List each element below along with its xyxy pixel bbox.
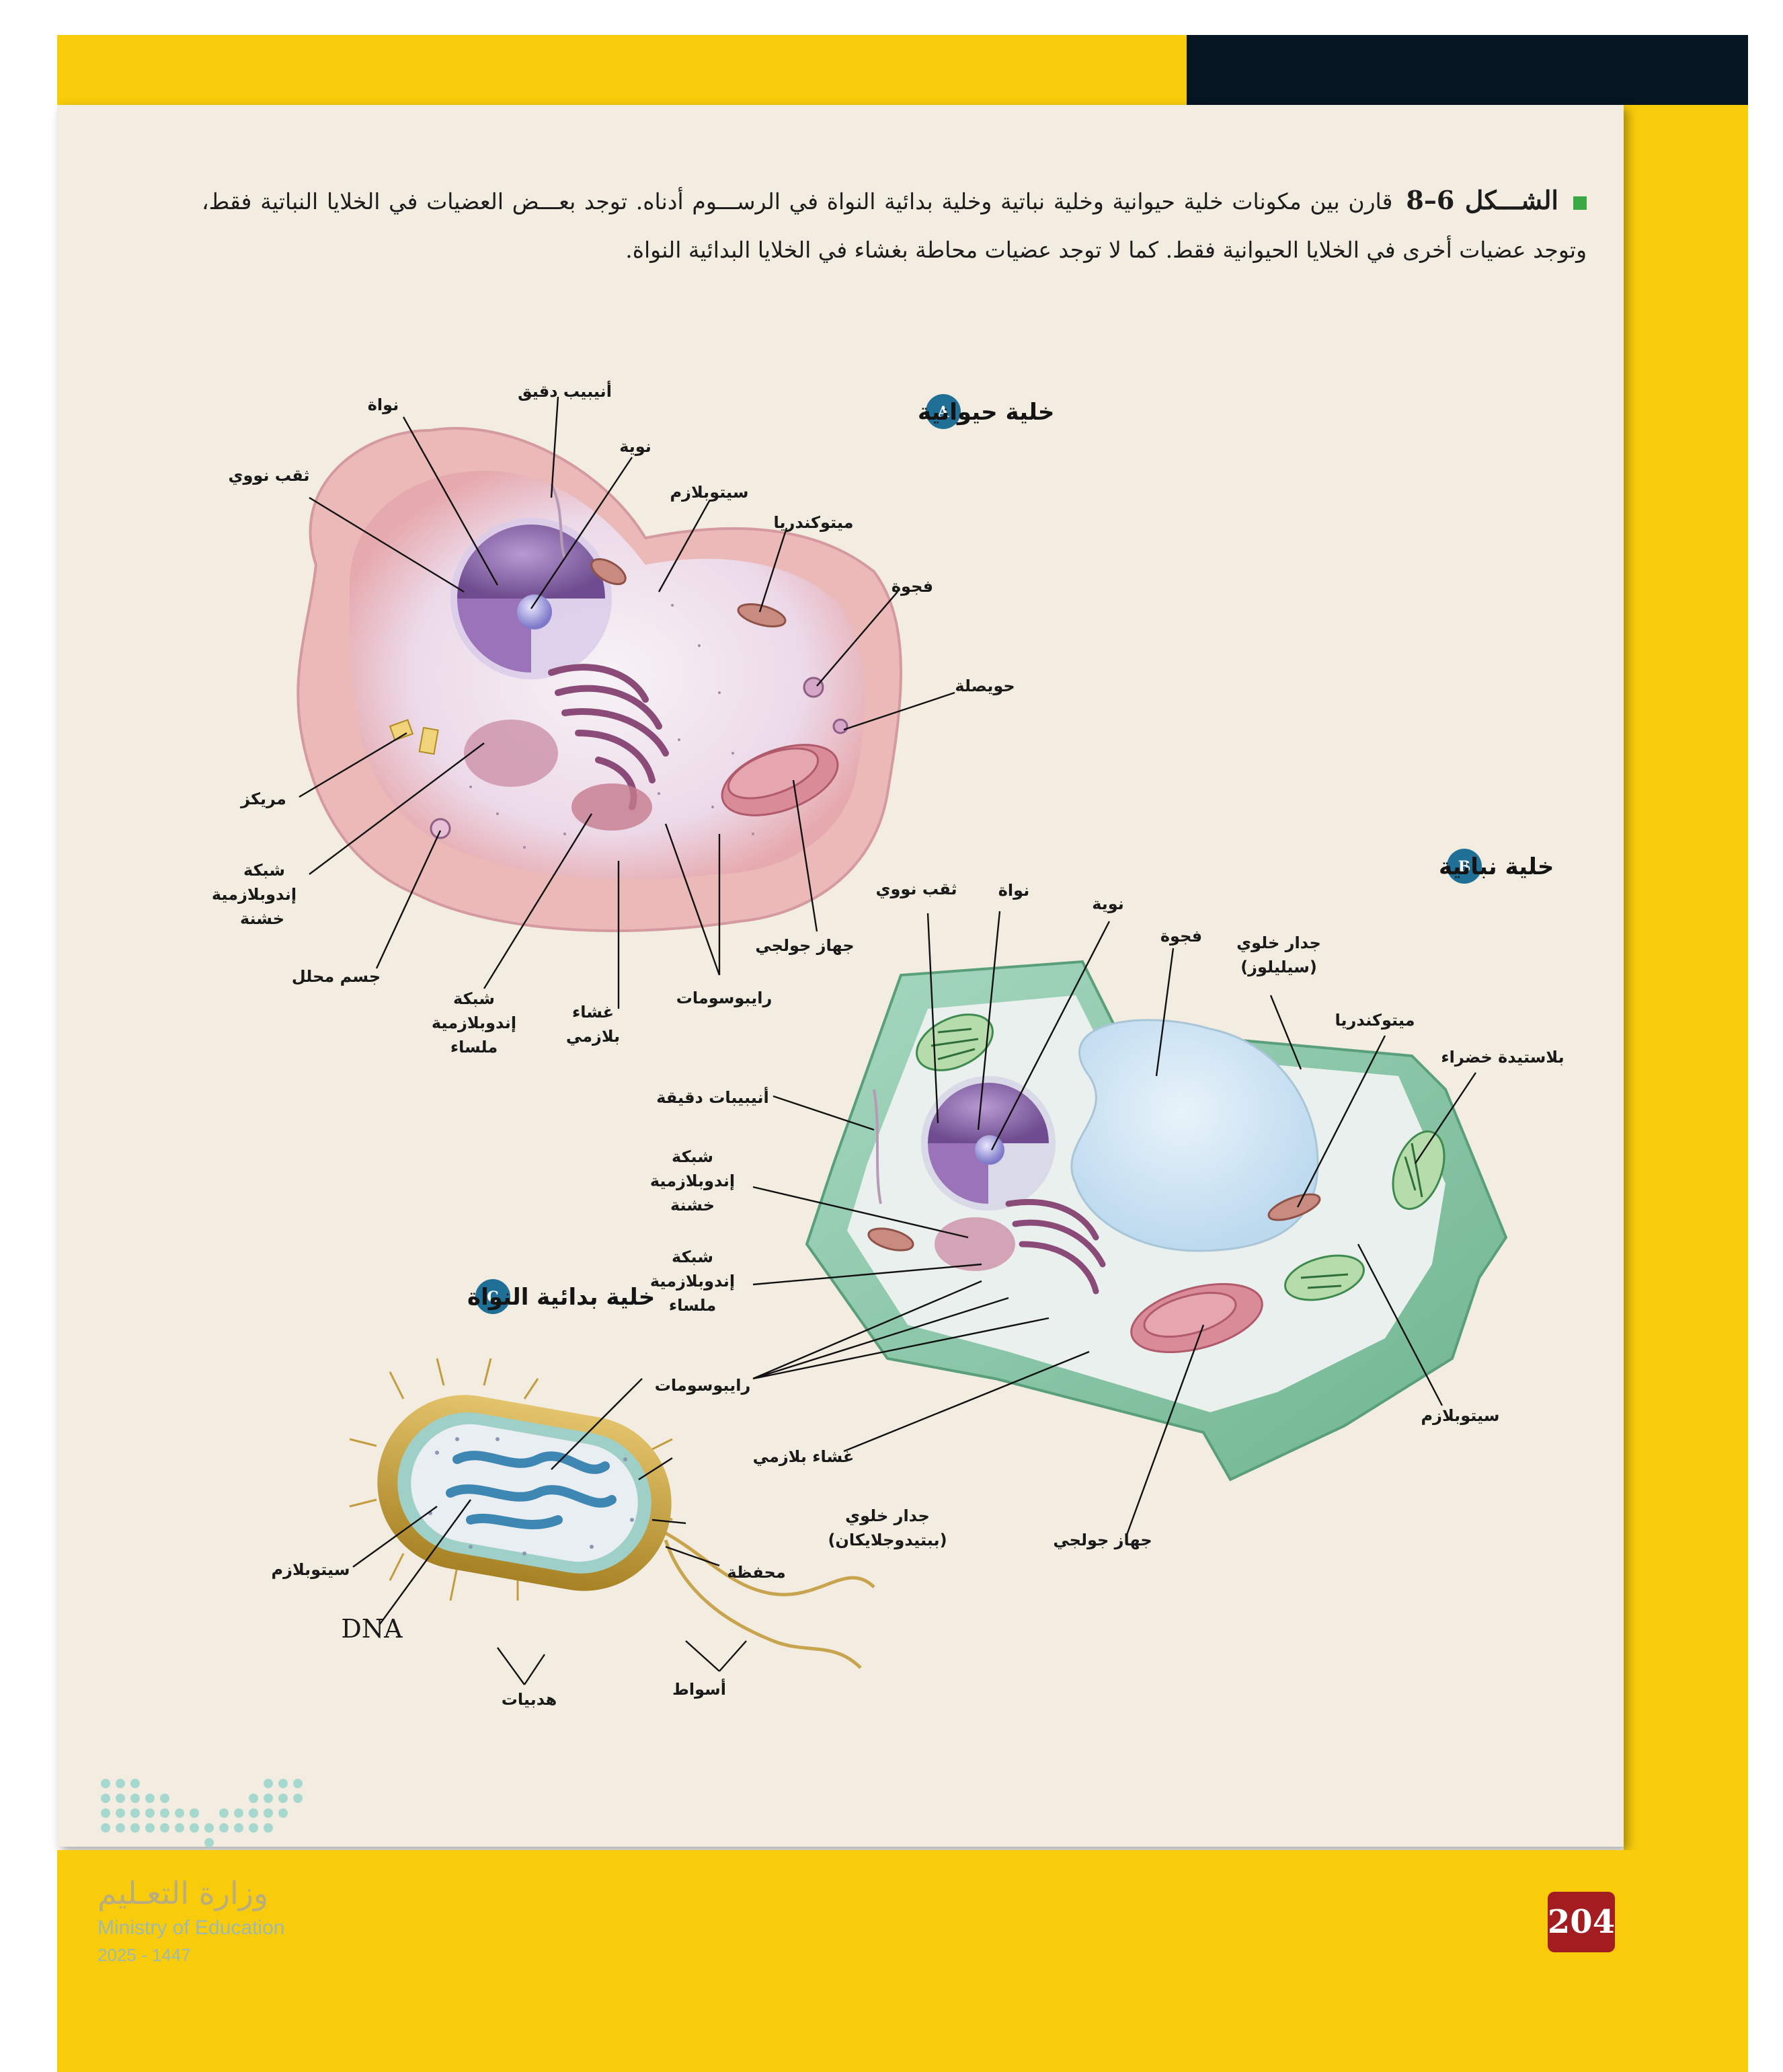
label-b-nucleolus: نوية bbox=[1092, 894, 1124, 913]
label-c-cell-wall-2: (ببتيدوجلايكان) bbox=[828, 1531, 947, 1549]
side-yellow-bar bbox=[1624, 105, 1748, 1850]
label-c-cell-wall-1: جدار خلوي bbox=[845, 1506, 930, 1525]
cell-c-labels: جدار خلوي (ببتيدوجلايكان) محفظة سيتوبلاز… bbox=[272, 1506, 947, 1709]
prokaryote-cell-illustration bbox=[349, 1358, 875, 1669]
label-b-smooth-er-3: ملساء bbox=[669, 1296, 716, 1315]
figure-caption: الشـــكل 6–8قارن بين مكونات خلية حيوانية… bbox=[202, 176, 1587, 274]
label-a-membrane-2: بلازمي bbox=[566, 1027, 620, 1046]
label-b-membrane: غشاء بلازمي bbox=[753, 1447, 855, 1466]
header-yellow-bar bbox=[57, 35, 1187, 105]
label-c-cytoplasm: سيتوبلازم bbox=[272, 1560, 350, 1579]
label-b-microtubules: أنيبيبات دقيقة bbox=[656, 1087, 769, 1107]
header-dark-bar bbox=[1187, 35, 1748, 105]
label-a-nuclear-pore: ثقب نووي bbox=[228, 466, 309, 485]
page-number: 204 bbox=[1548, 1892, 1615, 1952]
label-c-dna: DNA bbox=[341, 1614, 403, 1644]
label-a-rough-er-3: خشنة bbox=[240, 909, 284, 928]
ministry-logo-icon bbox=[97, 1775, 313, 1859]
label-a-membrane-1: غشاء bbox=[572, 1003, 614, 1022]
caption-text: قارن بين مكونات خلية حيوانية وخلية نباتي… bbox=[202, 188, 1587, 263]
label-b-cytoplasm: سيتوبلازم bbox=[1421, 1406, 1500, 1425]
page-content-area bbox=[57, 105, 1624, 1847]
cell-a-title: A خلية حيوانية bbox=[918, 394, 1054, 429]
label-a-vacuole: فجوة bbox=[892, 577, 933, 596]
label-b-golgi: جهاز جولجي bbox=[1053, 1531, 1152, 1549]
figure-label: الشـــكل 6–8 bbox=[1406, 185, 1558, 215]
label-b-vacuole: فجوة bbox=[1160, 927, 1202, 946]
animal-cell-illustration bbox=[296, 426, 902, 933]
label-a-nucleolus: نوية bbox=[619, 437, 651, 456]
label-c-capsule: محفظة bbox=[727, 1563, 785, 1582]
label-b-nucleus: نواة bbox=[998, 881, 1029, 900]
cell-b-labels: ثقب نووي نواة نوية فجوة جدار خلوي (سيليل… bbox=[650, 880, 1564, 1549]
cell-a-badge bbox=[926, 394, 961, 429]
cell-a-badge-label: A bbox=[937, 404, 949, 421]
label-b-smooth-er-1: شبكة bbox=[672, 1248, 713, 1266]
label-a-microtubule: أنيبيب دقيق bbox=[518, 381, 612, 401]
label-b-rough-er-3: خشنة bbox=[670, 1196, 715, 1215]
label-b-smooth-er-2: إندوبلازمية bbox=[650, 1272, 735, 1291]
ministry-name-english: Ministry of Education bbox=[97, 1917, 285, 1939]
label-a-rough-er-2: إندوبلازمية bbox=[212, 885, 296, 904]
ministry-name-arabic: وزارة التعـليم bbox=[97, 1875, 269, 1911]
label-a-cytoplasm: سيتوبلازم bbox=[670, 483, 749, 502]
caption-bullet-icon bbox=[1573, 196, 1587, 210]
cell-a-labels: نواة أنيبيب دقيق نوية ثقب نووي سيتوبلازم… bbox=[212, 381, 1015, 1057]
cell-c-title-text: خلية بدائية النواة bbox=[467, 1284, 655, 1311]
label-a-smooth-er-3: ملساء bbox=[450, 1038, 498, 1057]
cell-b-badge bbox=[1447, 849, 1482, 884]
cell-c-badge-label: C bbox=[487, 1289, 499, 1306]
cell-a-title-text: خلية حيوانية bbox=[918, 399, 1054, 426]
label-a-mitochondria: ميتوكندريا bbox=[774, 513, 854, 532]
label-c-flagella: أسواط bbox=[672, 1679, 726, 1699]
cell-b-badge-label: B bbox=[1458, 858, 1471, 876]
label-a-rough-er-1: شبكة bbox=[243, 861, 285, 880]
label-a-lysosome: جسم محلل bbox=[292, 967, 381, 986]
footer-bar bbox=[57, 1850, 1748, 2072]
label-a-golgi: جهاز جولجي bbox=[755, 936, 854, 955]
label-b-rough-er-2: إندوبلازمية bbox=[650, 1172, 735, 1190]
label-c-pili: هدبيات bbox=[502, 1690, 557, 1709]
leader-lines bbox=[299, 396, 1476, 1685]
label-a-smooth-er-2: إندوبلازمية bbox=[432, 1013, 516, 1032]
label-b-nuclear-pore: ثقب نووي bbox=[875, 880, 957, 898]
cell-b-title: B خلية نباتية bbox=[1439, 849, 1554, 884]
label-a-centriole: مريكز bbox=[240, 790, 286, 808]
cell-c-badge bbox=[475, 1279, 510, 1314]
label-a-vesicle: حويصلة bbox=[955, 677, 1015, 695]
label-b-ribosomes: رايبوسومات bbox=[655, 1376, 751, 1395]
label-a-ribosomes: رايبوسومات bbox=[676, 989, 772, 1007]
cell-b-title-text: خلية نباتية bbox=[1439, 853, 1554, 880]
label-a-smooth-er-1: شبكة bbox=[453, 989, 495, 1008]
cell-c-title: C خلية بدائية النواة bbox=[467, 1279, 655, 1314]
label-b-cell-wall-2: (سيليلوز) bbox=[1240, 958, 1317, 976]
label-b-chloroplast: بلاستيدة خضراء bbox=[1441, 1048, 1564, 1067]
label-b-rough-er-1: شبكة bbox=[672, 1147, 713, 1166]
label-b-mitochondria: ميتوكندريا bbox=[1335, 1011, 1415, 1030]
plant-cell-illustration bbox=[805, 960, 1508, 1482]
label-a-nucleus: نواة bbox=[368, 395, 399, 414]
ministry-year: 2025 - 1447 bbox=[97, 1945, 191, 1965]
label-b-cell-wall-1: جدار خلوي bbox=[1236, 933, 1321, 952]
